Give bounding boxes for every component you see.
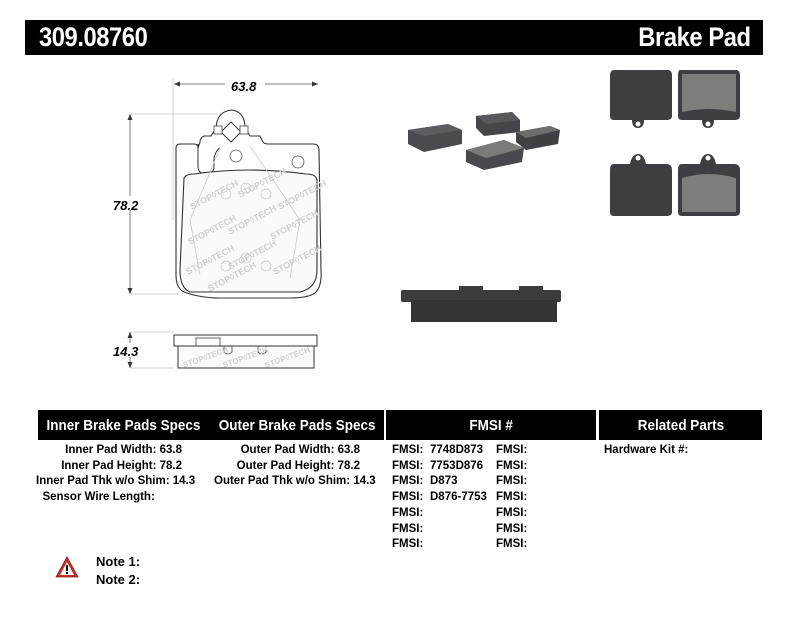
width-dimension: 63.8 [231,79,257,94]
spec-label: Outer Pad Thk w/o Shim: [214,475,351,488]
fmsi-row: FMSI: [392,522,487,538]
related-parts-header-label: Related Parts [637,416,724,434]
brake-pad-front-back-photo [610,70,740,216]
fmsi-row: FMSI: [496,522,534,538]
spec-row: Outer Pad Height: 78.2 [214,459,360,475]
fmsi-value: 7753D876 [430,459,484,472]
fmsi-label: FMSI: [392,538,424,551]
fmsi-row: FMSI: 7748D873 [392,443,487,459]
spec-label: Inner Pad Height: [61,459,157,472]
thickness-dimension: 14.3 [113,344,139,359]
fmsi-value: D873 [430,475,458,488]
fmsi-list-left: FMSI: 7748D873 FMSI: 7753D876 FMSI: D873 FM… [392,443,487,553]
fmsi-row: FMSI: [496,506,534,522]
spec-label: Inner Pad Width: [65,444,157,456]
fmsi-row: FMSI: [496,443,534,459]
fmsi-row: FMSI: 7753D876 [392,459,487,475]
spec-value: 63.8 [159,444,182,456]
fmsi-value: 7748D873 [430,444,484,456]
fmsi-label: FMSI: [392,491,424,504]
fmsi-row: FMSI: [496,459,534,475]
fmsi-row: FMSI: [496,490,534,506]
fmsi-header-label: FMSI # [469,416,513,434]
fmsi-row: FMSI: [392,537,487,553]
hardware-kit-label: Hardware Kit #: [604,444,689,456]
fmsi-label: FMSI: [496,475,528,488]
fmsi-label: FMSI: [496,444,528,456]
related-parts-header: Related Parts [599,410,762,440]
spec-label: Outer Pad Width: [240,444,335,456]
spec-row: Outer Pad Width: 63.8 [214,443,360,459]
spec-value: 78.2 [337,459,360,472]
hardware-kit-row: Hardware Kit #: [604,443,688,459]
inner-specs-list: Inner Pad Width: 63.8 Inner Pad Height: … [36,443,195,506]
fmsi-label: FMSI: [496,506,528,519]
inner-specs-header: Inner Brake Pads Specs [46,416,201,434]
spec-label: Outer Pad Height: [236,459,335,472]
height-dimension: 78.2 [113,198,139,213]
spec-value: 14.3 [172,475,196,488]
fmsi-label: FMSI: [392,459,424,472]
spec-row: Outer Pad Thk w/o Shim: 14.3 [214,474,376,490]
outer-specs-header: Outer Brake Pads Specs [218,416,376,434]
outer-specs-list: Outer Pad Width: 63.8 Outer Pad Height: … [214,443,376,490]
specs-header-bar: Inner Brake Pads Specs Outer Brake Pads … [38,410,384,440]
fmsi-label: FMSI: [392,522,424,535]
spec-label: Sensor Wire Length: [42,491,155,504]
fmsi-row: FMSI: [496,537,534,553]
spec-value: 78.2 [159,459,182,472]
notes: Note 1: Note 2: [96,553,140,589]
fmsi-label: FMSI: [392,444,424,456]
fmsi-label: FMSI: [392,475,424,488]
product-type: Brake Pad [638,22,752,52]
fmsi-list-right: FMSI: FMSI: FMSI: FMSI: FMSI: FMSI: FMSI… [496,443,534,553]
fmsi-row: FMSI: D873 [392,474,487,490]
spec-row: Inner Pad Width: 63.8 [36,443,182,459]
title-bar: 309.08760 Brake Pad [25,20,763,55]
spec-value: 14.3 [353,475,376,488]
fmsi-label: FMSI: [496,522,528,535]
warning-icon [55,556,79,578]
technical-drawing: STOP◊TECH STOP◊TECH STOP◊TECH STOP◊TECH … [112,78,328,370]
spec-row: Sensor Wire Length: [36,490,182,506]
brake-pad-set-photo [408,112,560,170]
spec-value: 63.8 [337,444,360,456]
fmsi-label: FMSI: [496,491,528,504]
note-2: Note 2: [96,572,141,587]
fmsi-label: FMSI: [496,459,528,472]
fmsi-row: FMSI: [496,474,534,490]
fmsi-label: FMSI: [392,506,424,519]
spec-label: Inner Pad Thk w/o Shim: [36,475,170,488]
fmsi-row: FMSI: D876-7753 [392,490,487,506]
fmsi-value: D876-7753 [430,491,487,504]
part-number: 309.08760 [39,22,148,52]
fmsi-row: FMSI: [392,506,487,522]
brake-pad-side-photo [401,286,561,322]
fmsi-label: FMSI: [496,538,528,551]
spec-row: Inner Pad Height: 78.2 [36,459,182,475]
spec-row: Inner Pad Thk w/o Shim: 14.3 [36,474,195,490]
fmsi-header: FMSI # [386,410,596,440]
related-parts-list: Hardware Kit #: [604,443,688,459]
note-1: Note 1: [96,554,141,569]
